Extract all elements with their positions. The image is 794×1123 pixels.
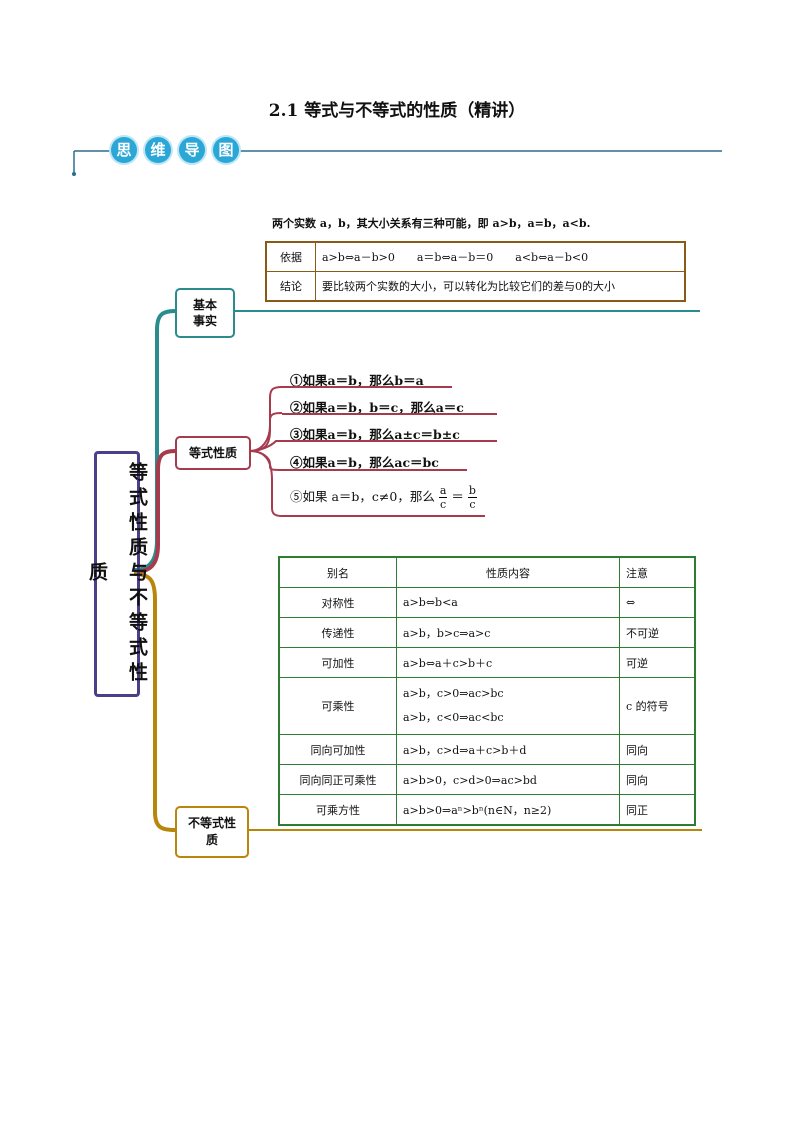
branch-basic-facts: 基本事实 <box>175 288 235 338</box>
row-note: c 的符号 <box>619 677 696 735</box>
row-content: a>b，c>d⇒a＋c>b＋d <box>396 734 620 765</box>
fraction-numerator: a <box>438 484 448 498</box>
equality-underline <box>282 440 497 442</box>
branch-equality-label: 等式性质 <box>188 446 237 460</box>
row-name: 同向同正可乘性 <box>278 764 397 795</box>
equality-underline <box>282 469 467 471</box>
equality-prop-4: ④如果a＝b，那么ac＝bc <box>290 455 439 470</box>
banner-char-3: 导 <box>179 137 205 163</box>
header-note: 注意 <box>619 556 696 588</box>
row-note: 不可逆 <box>619 617 696 648</box>
table-row: 可加性 a>b⇔a＋c>b＋c 可逆 <box>278 647 696 678</box>
equality-underline <box>282 515 485 517</box>
table-row: 对称性 a>b⇔b<a ⇔ <box>278 587 696 618</box>
row-note: 可逆 <box>619 647 696 678</box>
table-row: 同向可加性 a>b，c>d⇒a＋c>b＋d 同向 <box>278 734 696 765</box>
fraction-numerator: b <box>467 484 477 498</box>
table-row: 依据 a>b⇔a－b>0 a＝b⇔a－b＝0 a<b⇔a－b<0 <box>265 241 686 272</box>
row-note: 同正 <box>619 794 696 826</box>
row-content: a>b⇔b<a <box>396 587 620 618</box>
basic-row-content: 要比较两个实数的大小，可以转化为比较它们的差与0的大小 <box>315 271 686 302</box>
row-content: a>b>0，c>d>0⇒ac>bd <box>396 764 620 795</box>
branch-inequality: 不等式性质 <box>175 806 249 858</box>
table-row: 结论 要比较两个实数的大小，可以转化为比较它们的差与0的大小 <box>265 271 686 302</box>
table-row: 可乘方性 a>b>0⇒aⁿ>bⁿ(n∈N，n≥2) 同正 <box>278 794 696 826</box>
equals-sign: ＝ <box>451 489 464 504</box>
basic-facts-table: 依据 a>b⇔a－b>0 a＝b⇔a－b＝0 a<b⇔a－b<0 结论 要比较两… <box>265 241 686 302</box>
branch-basic-label: 基本事实 <box>192 298 217 328</box>
row-name: 对称性 <box>278 587 397 618</box>
basic-row-content: a>b⇔a－b>0 a＝b⇔a－b＝0 a<b⇔a－b<0 <box>315 241 686 272</box>
row-name: 传递性 <box>278 617 397 648</box>
page-title: 2.1 等式与不等式的性质（精讲） <box>268 101 526 121</box>
row-note: 同向 <box>619 764 696 795</box>
row-note: 同向 <box>619 734 696 765</box>
header-alias: 别名 <box>278 556 397 588</box>
row-name: 可加性 <box>278 647 397 678</box>
equality-prop-5-text: ⑤如果 a＝b，c≠0，那么 <box>290 489 435 504</box>
basic-row-label: 结论 <box>265 271 316 302</box>
inequality-table: 别名 性质内容 注意 对称性 a>b⇔b<a ⇔ 传递性 a>b，b>c⇒a>c… <box>278 556 696 826</box>
row-content: a>b⇔a＋c>b＋c <box>396 647 620 678</box>
table-header-row: 别名 性质内容 注意 <box>278 556 696 588</box>
equality-prop-3: ③如果a＝b，那么a±c＝b±c <box>290 427 460 442</box>
table-row: 同向同正可乘性 a>b>0，c>d>0⇒ac>bd 同向 <box>278 764 696 795</box>
header-content: 性质内容 <box>396 556 620 588</box>
row-content: a>b>0⇒aⁿ>bⁿ(n∈N，n≥2) <box>396 794 620 826</box>
row-note: ⇔ <box>619 587 696 618</box>
equality-underline <box>282 413 497 415</box>
row-name: 同向可加性 <box>278 734 397 765</box>
equality-underline <box>282 386 452 388</box>
banner-lines <box>72 150 722 176</box>
row-content-line: a>b，c<0⇒ac<bc <box>403 711 504 724</box>
row-name: 可乘性 <box>278 677 397 735</box>
table-row: 可乘性 a>b，c>0⇒ac>bc a>b，c<0⇒ac<bc c 的符号 <box>278 677 696 735</box>
basic-row-label: 依据 <box>265 241 316 272</box>
row-content: a>b，c>0⇒ac>bc a>b，c<0⇒ac<bc <box>396 677 620 735</box>
banner-char-2: 维 <box>145 137 171 163</box>
equality-prop-2: ②如果a＝b，b＝c，那么a＝c <box>290 400 464 415</box>
table-row: 传递性 a>b，b>c⇒a>c 不可逆 <box>278 617 696 648</box>
row-content: a>b，b>c⇒a>c <box>396 617 620 648</box>
banner-char-4: 图 <box>213 137 239 163</box>
branch-equality: 等式性质 <box>175 436 251 470</box>
branch-inequality-label: 不等式性质 <box>188 816 237 847</box>
row-content-line: a>b，c>0⇒ac>bc <box>403 687 504 700</box>
equality-prop-1: ①如果a＝b，那么b＝a <box>290 373 424 388</box>
fraction-denominator: c <box>440 498 447 511</box>
fraction-denominator: c <box>469 498 476 511</box>
banner-char-1: 思 <box>111 137 137 163</box>
root-label: 等式性质与不等式性质 <box>86 461 148 687</box>
row-name: 可乘方性 <box>278 794 397 826</box>
basic-intro-text: 两个实数 a，b，其大小关系有三种可能，即 a>b，a=b，a<b. <box>272 217 591 230</box>
root-node: 等式性质与不等式性质 <box>86 451 148 697</box>
